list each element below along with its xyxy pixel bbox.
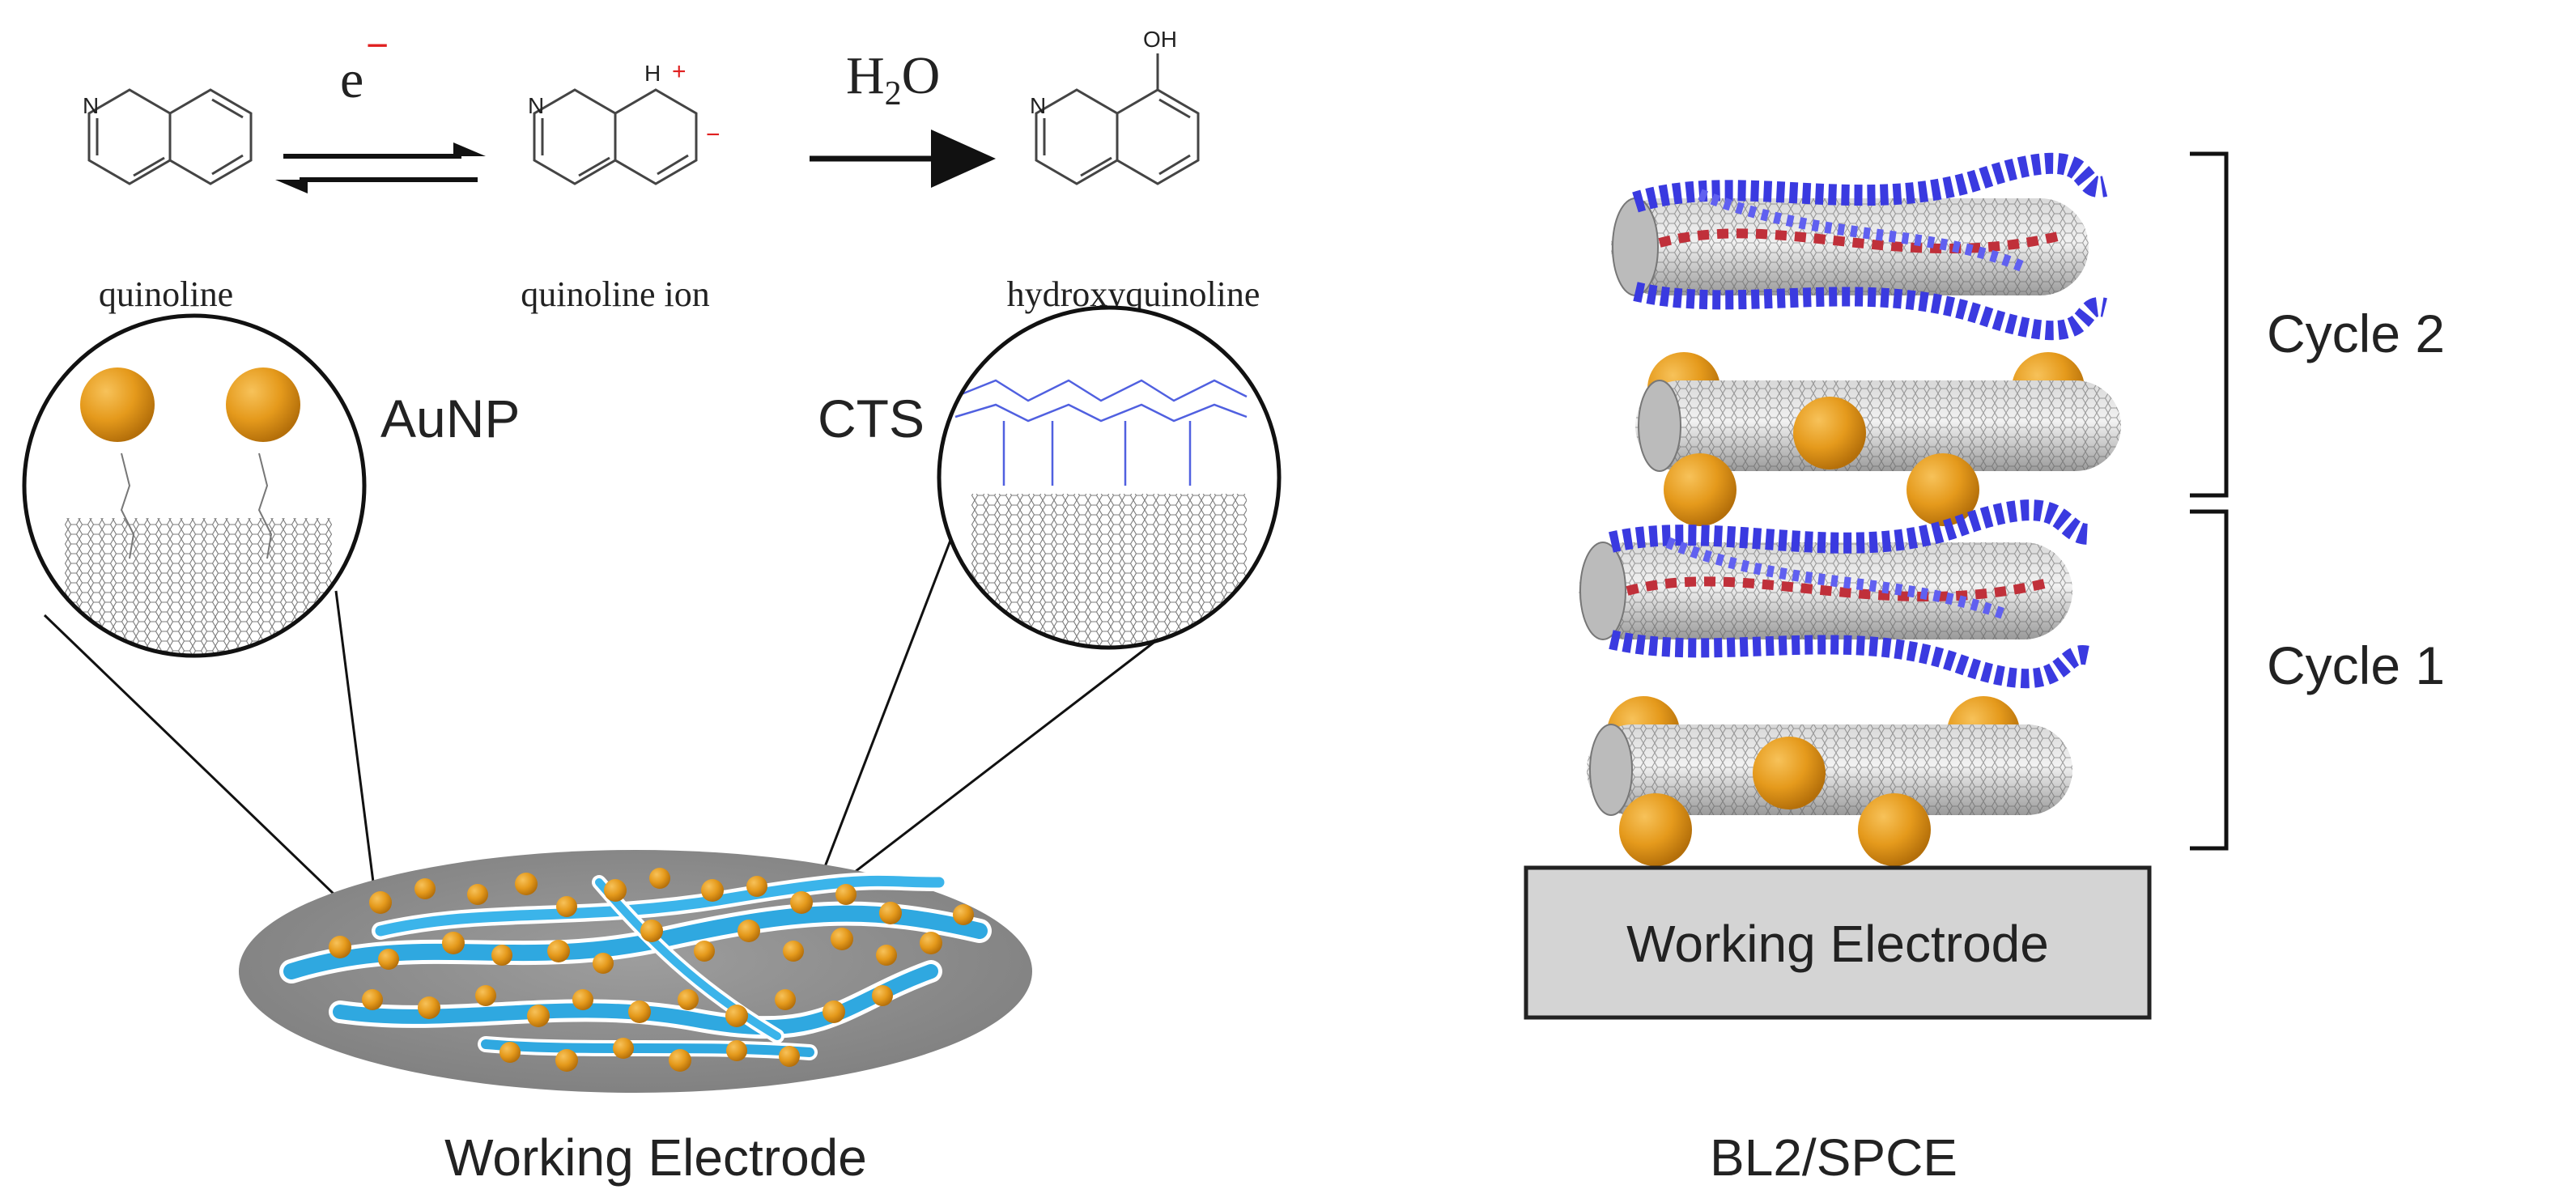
disc-gold-particles [329, 868, 974, 1072]
zoom-circle-aunp [22, 313, 367, 658]
graphene-lattice-a [65, 518, 332, 656]
aunp-label: AuNP [380, 389, 520, 448]
quinoline-n-atom: N [83, 93, 99, 118]
electron-label: e [340, 50, 363, 109]
cts-label: CTS [818, 389, 925, 448]
electrode-box [1524, 865, 2152, 1020]
cycle2-gold-4 [1664, 453, 1736, 526]
equilibrium-arrows [275, 142, 486, 193]
quinoline-ion-n-atom: N [528, 93, 544, 118]
chitosan-strands [279, 872, 992, 1060]
reaction-arrow [810, 130, 996, 188]
cycle1-bracket [2190, 509, 2229, 851]
cycle2-top-nanotube [1611, 198, 2089, 296]
cycle2-gold-5 [1906, 453, 1979, 526]
water-label: H2O [846, 46, 940, 113]
reaction-scheme: N quinoline e − N H + − quinoline ion [83, 24, 1260, 314]
aunp-particle-right [226, 367, 300, 442]
quinoline-structure [87, 88, 253, 185]
cycle1-molecule-coat [1609, 499, 2091, 689]
cts-polymer-chain [954, 379, 1248, 486]
cycle1-gold-4 [1619, 793, 1692, 866]
hydroxyquinoline-structure [1035, 53, 1200, 185]
graphene-lattice-b [971, 494, 1247, 648]
quinoline-label: quinoline [99, 274, 233, 314]
cycle1-label: Cycle 1 [2267, 635, 2445, 695]
quinoline-ion-label: quinoline ion [521, 274, 709, 314]
quinoline-ion-h-atom: H [644, 61, 661, 86]
electron-charge: − [366, 24, 389, 67]
quinoline-ion-minus: − [706, 121, 721, 148]
left-panel: AuNP CTS Working Electrode [22, 305, 1282, 1187]
right-panel: Cycle 2 Cycle 1 [1524, 151, 2445, 1187]
cycle2-label: Cycle 2 [2267, 304, 2445, 363]
electrode-box-label: Working Electrode [1626, 915, 2049, 973]
cycle2-molecule-coat [1632, 152, 2108, 341]
aunp-particle-left [80, 367, 155, 442]
cycle2-bracket [2190, 151, 2229, 498]
bl2-spce-caption: BL2/SPCE [1710, 1128, 1958, 1187]
hydroxyquinoline-oh-group: OH [1143, 27, 1177, 52]
zoom-circle-cts [937, 305, 1282, 650]
cycle1-gold-3 [1753, 737, 1826, 809]
cycle2-gold-3 [1793, 397, 1866, 469]
aunp-linkers [120, 452, 273, 559]
cycle2-bottom-nanotube [1635, 380, 2121, 472]
quinoline-ion-plus: + [672, 58, 687, 85]
quinoline-ion-structure [533, 88, 698, 185]
left-electrode-caption: Working Electrode [444, 1128, 867, 1187]
cycle1-gold-5 [1858, 793, 1931, 866]
cycle1-bottom-nanotube [1587, 724, 2072, 816]
hydroxyquinoline-n-atom: N [1030, 93, 1046, 118]
